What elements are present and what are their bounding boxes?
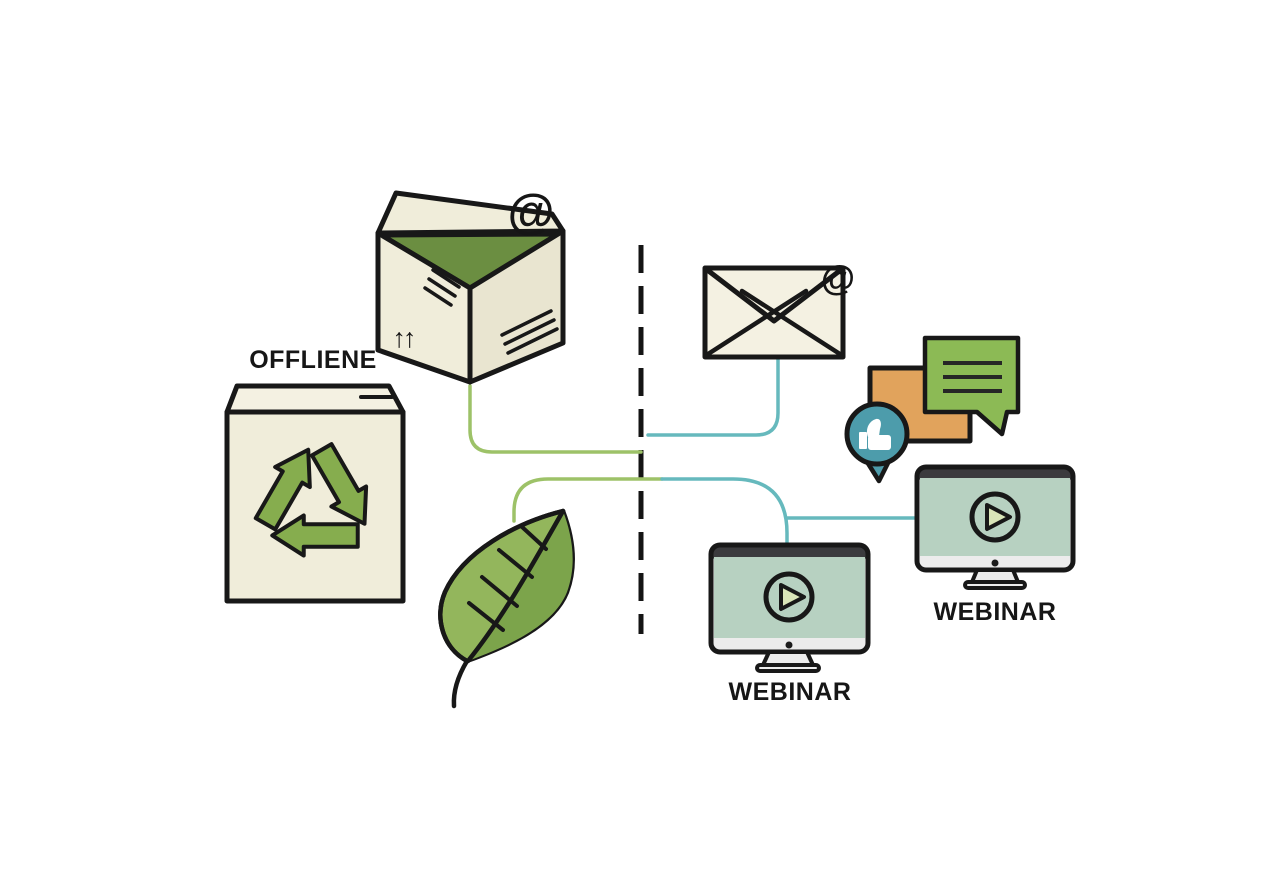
connector-teal-envelope — [646, 357, 780, 437]
play-icon — [969, 491, 1021, 543]
webinar-label-bottom: WEBINAR — [729, 678, 852, 706]
open-box-hatch-right — [500, 309, 559, 355]
fragile-arrows-icon: ↑↑ — [393, 323, 414, 353]
chat-text-lines — [943, 361, 1002, 393]
leaf-stem — [451, 658, 470, 709]
recycle-icon — [253, 442, 369, 558]
monitor-base — [755, 663, 821, 673]
open-box-icon: ↑↑ @ — [375, 186, 566, 385]
leaf-midrib — [465, 508, 566, 664]
open-box-right-face — [467, 228, 566, 385]
leaf-veins — [467, 524, 548, 632]
thumbs-up-icon — [859, 418, 891, 450]
play-triangle — [985, 503, 1012, 531]
envelope-icon: @ — [702, 259, 855, 360]
leaf-icon — [438, 508, 575, 709]
recycle-box-icon — [224, 383, 406, 604]
play-triangle — [779, 583, 806, 611]
monitor-dot — [785, 641, 793, 649]
at-symbol-box-icon: @ — [508, 186, 555, 239]
envelope-crease-left — [702, 288, 809, 359]
connector-teal-monitor-bottom — [660, 477, 789, 547]
open-box-hatch-left — [423, 268, 461, 307]
recycle-box-front-face — [224, 409, 406, 604]
webinar-monitor-bottom: WEBINAR — [708, 542, 871, 706]
leaf-outline-redraw — [438, 508, 566, 664]
monitor-top-bar — [917, 467, 1073, 481]
connector-lines — [468, 357, 917, 547]
chat-bubbles-icon — [844, 335, 1021, 484]
envelope-flap — [703, 266, 845, 324]
envelope-crease-right — [739, 288, 846, 359]
open-box-flap — [375, 190, 566, 236]
connector-green-box — [468, 384, 643, 454]
offline-label: OFFLIENE — [249, 346, 377, 374]
webinar-monitor-right: WEBINAR — [914, 464, 1076, 626]
connector-green-leaf — [512, 477, 664, 523]
monitor-dot — [991, 559, 999, 567]
play-icon — [763, 571, 815, 623]
monitor-base — [963, 580, 1027, 590]
monitor-top-bar — [711, 545, 868, 560]
at-symbol-envelope-icon: @ — [821, 259, 855, 298]
webinar-label-right: WEBINAR — [934, 598, 1057, 626]
